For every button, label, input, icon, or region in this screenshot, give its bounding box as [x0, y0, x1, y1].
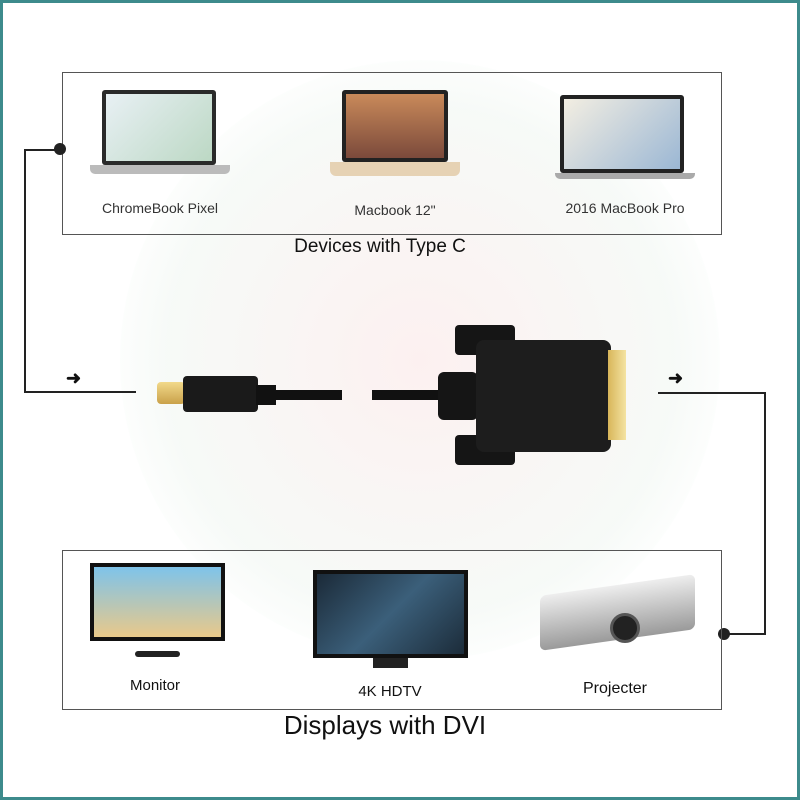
connector-dot: [54, 143, 66, 155]
macbookpro-laptop-image: [555, 95, 695, 185]
connector-line: [658, 392, 766, 394]
monitor-image: [90, 563, 225, 663]
display-label-hdtv: 4K HDTV: [358, 683, 422, 700]
displays-caption: Displays with DVI: [283, 710, 487, 740]
connector-line: [24, 149, 60, 151]
display-label-monitor: Monitor: [129, 677, 181, 694]
connector-line: [24, 149, 26, 392]
device-label-macbookpro: 2016 MacBook Pro: [565, 200, 685, 216]
devices-caption: Devices with Type C: [294, 236, 466, 257]
arrow-right-icon: ➜: [668, 368, 684, 388]
projector-image: [540, 574, 695, 651]
displays-box: [62, 550, 722, 710]
device-label-macbook12: Macbook 12": [354, 202, 436, 218]
arrow-right-icon: ➜: [66, 368, 82, 388]
device-label-chromebook: ChromeBook Pixel: [102, 200, 218, 216]
connector-line: [24, 391, 136, 393]
hdtv-image: [313, 570, 468, 670]
macbook12-laptop-image: [330, 90, 460, 185]
connector-line: [726, 633, 766, 635]
chromebook-laptop-image: [90, 90, 230, 185]
display-label-projector: Projecter: [582, 680, 648, 697]
connector-line: [764, 392, 766, 635]
